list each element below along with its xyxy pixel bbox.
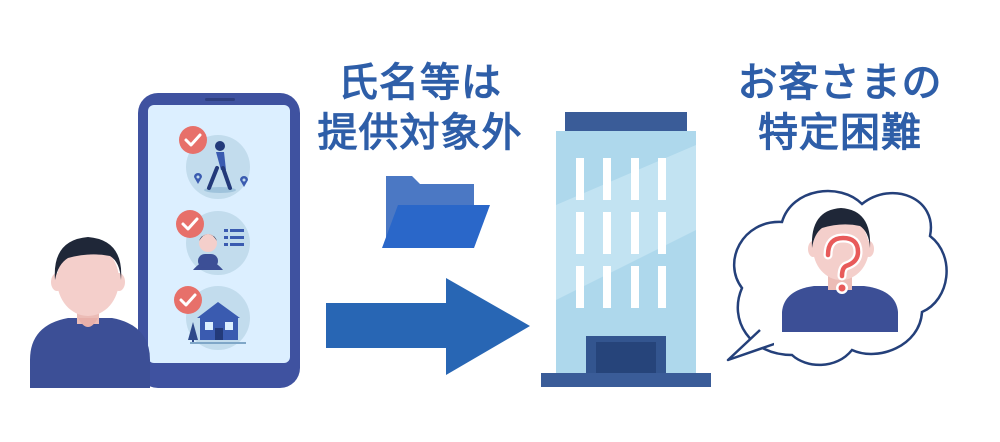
smartphone-icon [138, 93, 300, 388]
right-arrow-icon [326, 278, 530, 375]
left-caption-line-2: 提供対象外 [317, 110, 523, 156]
left-caption: 氏名等は 提供対象外 [300, 58, 540, 158]
question-mark-icon [823, 233, 863, 294]
right-caption: お客さまの 特定困難 [705, 58, 975, 158]
person-icon [782, 208, 898, 332]
check-icon [176, 210, 204, 238]
house-icon [186, 286, 250, 350]
right-caption-line-2: 特定困難 [758, 110, 922, 156]
left-caption-line-1: 氏名等は [338, 60, 502, 106]
check-icon [179, 126, 207, 154]
person-icon [30, 237, 150, 388]
check-icon [174, 286, 202, 314]
right-caption-line-1: お客さまの [737, 60, 943, 106]
walking-person-icon [186, 135, 250, 199]
open-folder-icon [382, 176, 490, 248]
office-building-icon [541, 112, 711, 387]
